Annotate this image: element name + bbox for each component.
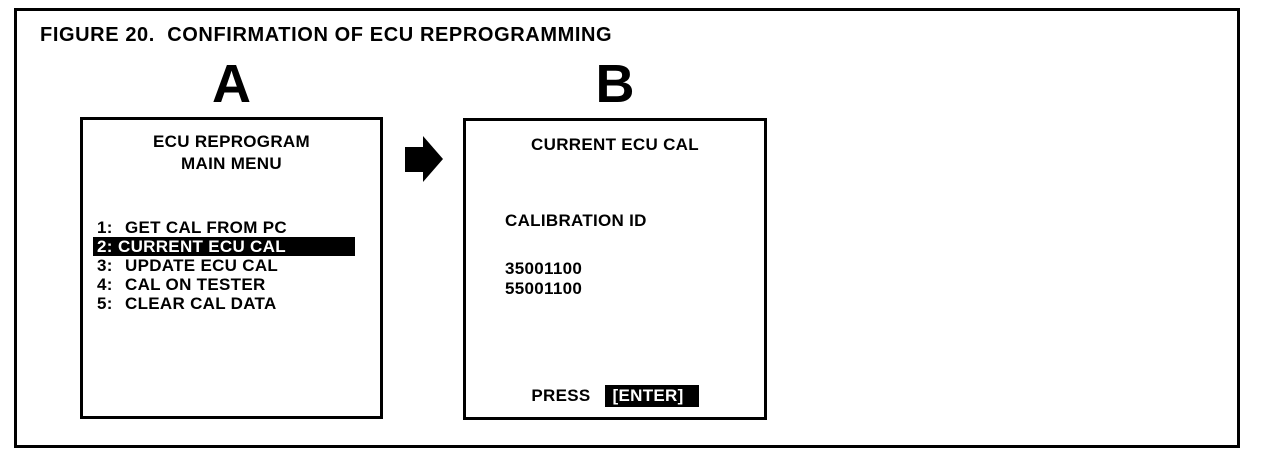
menu-item-5: 5: CLEAR CAL DATA	[97, 294, 355, 313]
calibration-id-list: 35001100 55001100	[505, 259, 582, 299]
menu-item-3-number: 3:	[97, 256, 113, 275]
screen-a-title-line2: MAIN MENU	[181, 154, 282, 173]
menu-item-2: 2: CURRENT ECU CAL	[93, 237, 355, 256]
menu-list: 1: GET CAL FROM PC 2: CURRENT ECU CAL 3: UP…	[93, 218, 355, 313]
menu-item-1: 1: GET CAL FROM PC	[97, 218, 355, 237]
menu-item-1-label: GET CAL FROM PC	[125, 218, 287, 237]
figure-title: FIGURE 20. CONFIRMATION OF ECU REPROGRAM…	[40, 24, 613, 46]
calibration-id-label: CALIBRATION ID	[505, 211, 647, 230]
menu-item-2-label: CURRENT ECU CAL	[118, 237, 286, 256]
menu-item-4-number: 4:	[97, 275, 113, 294]
menu-item-2-number: 2:	[97, 237, 113, 256]
panel-a-label: A	[212, 54, 251, 114]
menu-item-5-number: 5:	[97, 294, 113, 313]
screen-a-title-line1: ECU REPROGRAM	[153, 132, 310, 151]
menu-item-3-label: UPDATE ECU CAL	[125, 256, 279, 275]
menu-item-4: 4: CAL ON TESTER	[97, 275, 355, 294]
right-arrow-icon	[405, 136, 443, 182]
screen-b-title: CURRENT ECU CAL	[531, 135, 699, 154]
screen-a-title: ECU REPROGRAM MAIN MENU	[83, 131, 380, 175]
press-label: PRESS	[531, 386, 591, 405]
screen-b-current-ecu-cal: CURRENT ECU CAL CALIBRATION ID 35001100 …	[463, 118, 767, 420]
calibration-id-value-2: 55001100	[505, 279, 583, 298]
press-enter-prompt: PRESS [ENTER]	[466, 385, 764, 407]
menu-item-1-number: 1:	[97, 218, 113, 237]
enter-key-highlight: [ENTER]	[604, 385, 699, 407]
figure-frame: FIGURE 20. CONFIRMATION OF ECU REPROGRAM…	[14, 8, 1240, 448]
calibration-id-value-1: 35001100	[505, 259, 583, 278]
screen-a-main-menu: ECU REPROGRAM MAIN MENU 1: GET CAL FROM P…	[80, 117, 383, 419]
menu-item-5-label: CLEAR CAL DATA	[125, 294, 277, 313]
panel-b-label: B	[595, 54, 635, 114]
menu-item-4-label: CAL ON TESTER	[125, 275, 266, 294]
menu-item-3: 3: UPDATE ECU CAL	[97, 256, 355, 275]
